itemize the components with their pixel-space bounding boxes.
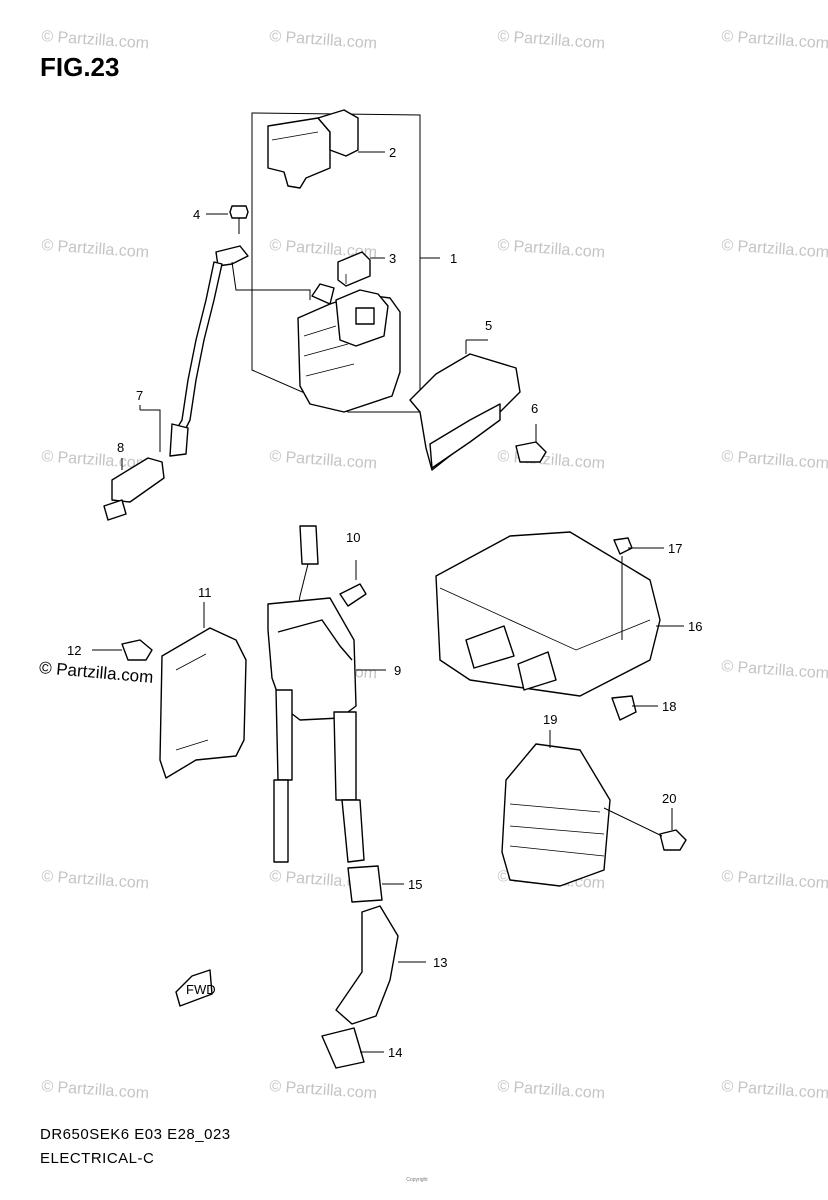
callout-5: 5 xyxy=(485,318,492,333)
callout-20: 20 xyxy=(662,791,676,806)
bolt-part-12[interactable] xyxy=(92,639,153,661)
bolt-part-6[interactable] xyxy=(515,424,547,463)
figure-title: FIG.23 xyxy=(40,52,120,82)
relay-bracket-part-5[interactable] xyxy=(409,339,521,471)
screw-part-17[interactable] xyxy=(613,537,664,640)
starter-relay-body[interactable] xyxy=(297,283,401,413)
callout-4: 4 xyxy=(193,207,200,222)
joint-part-15[interactable] xyxy=(347,865,404,903)
callout-7: 7 xyxy=(136,388,143,403)
ignition-coil-part-9[interactable] xyxy=(267,525,386,863)
section-name: ELECTRICAL-C xyxy=(40,1150,155,1167)
callout-3: 3 xyxy=(389,251,396,266)
nut-part-18[interactable] xyxy=(611,695,658,721)
footer-copyright: Copyright xyxy=(406,1177,428,1183)
callout-13: 13 xyxy=(433,955,447,970)
callout-6: 6 xyxy=(531,401,538,416)
battery-cable-part-7[interactable] xyxy=(103,245,311,521)
forward-arrow: FWD xyxy=(175,969,216,1007)
callout-17: 17 xyxy=(668,541,682,556)
callout-1: 1 xyxy=(450,251,457,266)
callout-8: 8 xyxy=(117,440,124,455)
bolt-part-4[interactable] xyxy=(206,205,249,234)
coil-bracket-part-11[interactable] xyxy=(159,602,247,779)
callout-10: 10 xyxy=(346,530,360,545)
callout-2: 2 xyxy=(389,145,396,160)
regulator-rectifier-part-19[interactable] xyxy=(501,730,611,887)
plug-cap-part-13[interactable] xyxy=(335,905,426,1025)
model-code: DR650SEK6 E03 E28_023 xyxy=(40,1126,231,1143)
callout-11: 11 xyxy=(198,585,212,600)
bolt-part-20[interactable] xyxy=(603,807,687,851)
callout-19: 19 xyxy=(543,712,557,727)
boot-part-14[interactable] xyxy=(321,1027,384,1069)
starter-relay-group xyxy=(251,109,440,413)
fwd-label: FWD xyxy=(186,982,216,997)
relay-cover-part-2[interactable] xyxy=(267,109,385,189)
callout-16: 16 xyxy=(688,619,702,634)
ignitor-unit-part-16[interactable] xyxy=(435,531,684,697)
callout-15: 15 xyxy=(408,877,422,892)
callout-12: 12 xyxy=(67,643,81,658)
callout-9: 9 xyxy=(394,663,401,678)
callout-18: 18 xyxy=(662,699,676,714)
fuse-part-3[interactable] xyxy=(337,251,385,287)
callout-14: 14 xyxy=(388,1045,402,1060)
bolt-part-10[interactable] xyxy=(339,560,367,607)
